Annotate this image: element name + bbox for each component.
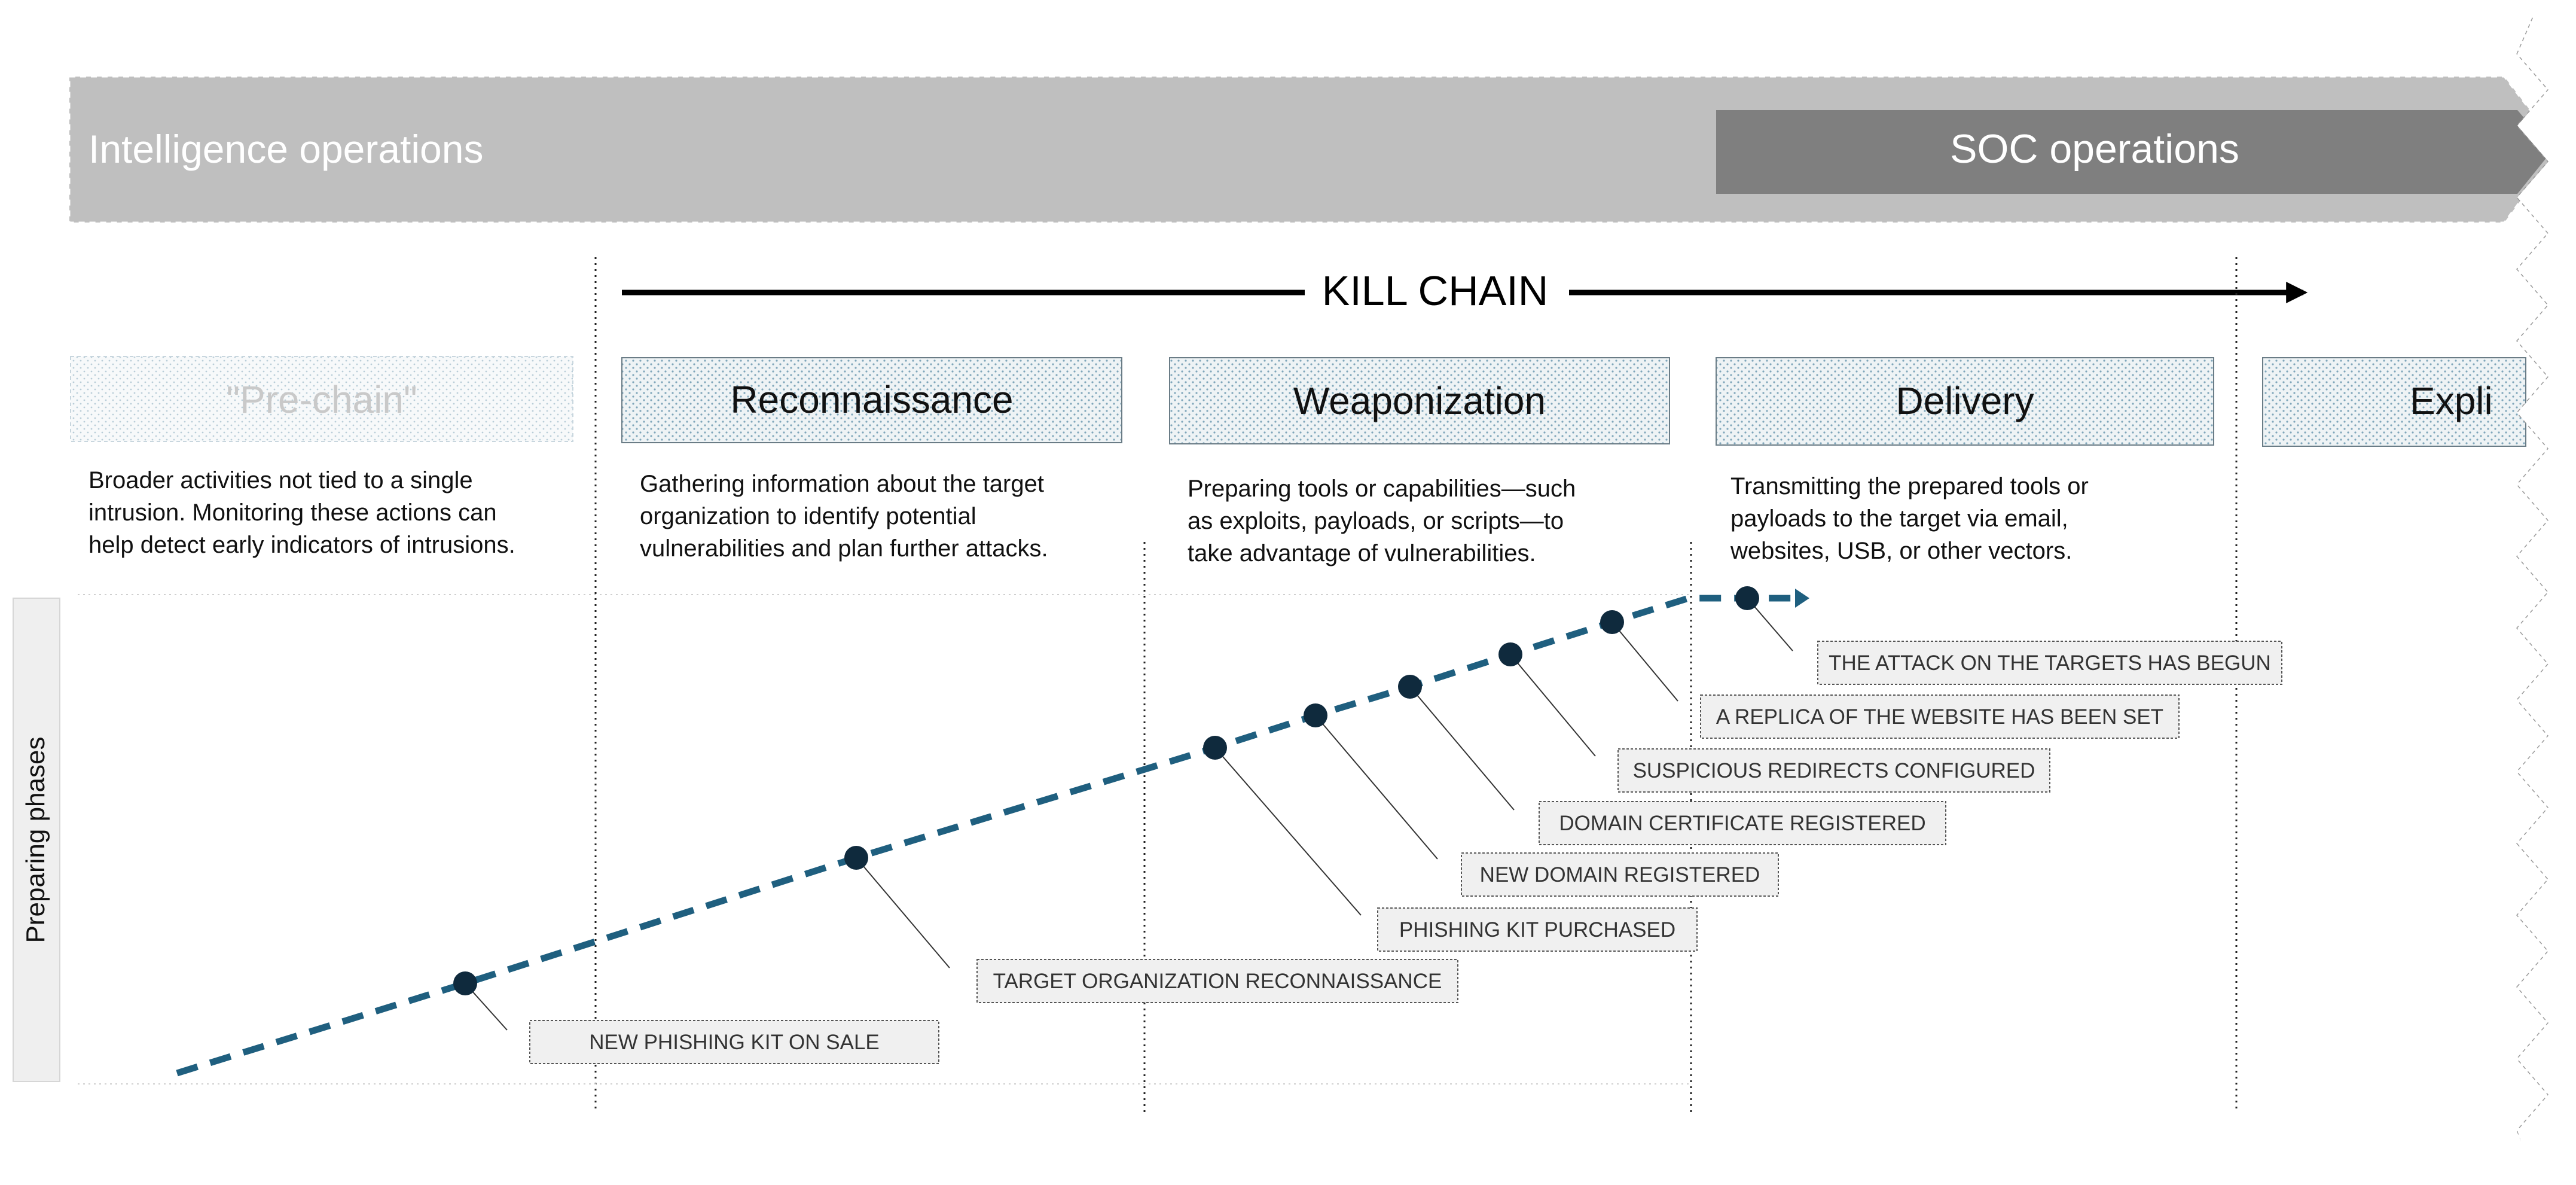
phase-weaponization: Weaponization Preparing tools or capabil… xyxy=(1169,357,1670,566)
event-leader xyxy=(856,857,950,968)
phase-desc-line: payloads to the target via email, xyxy=(1730,505,2068,532)
event-label: TARGET ORGANIZATION RECONNAISSANCE xyxy=(993,970,1442,993)
phase-header-box xyxy=(621,357,1122,443)
event-label: SUSPICIOUS REDIRECTS CONFIGURED xyxy=(1633,759,2035,782)
event-dot xyxy=(1203,736,1227,760)
event-leader xyxy=(1510,654,1596,757)
event-dot xyxy=(844,846,868,870)
phase-title: Delivery xyxy=(1896,379,2034,422)
phase-desc-line: Preparing tools or capabilities—such xyxy=(1188,476,1576,502)
event-leader xyxy=(1611,622,1678,702)
event-label: A REPLICA OF THE WEBSITE HAS BEEN SET xyxy=(1716,705,2163,729)
phase-desc-line: take advantage of vulnerabilities. xyxy=(1188,540,1536,566)
phase-title: Expli xyxy=(2410,379,2493,422)
phase-desc-line: Broader activities not tied to a single xyxy=(88,467,473,494)
event-dot xyxy=(1398,675,1422,699)
phase-desc-line: as exploits, payloads, or scripts—to xyxy=(1188,508,1564,534)
event-label: DOMAIN CERTIFICATE REGISTERED xyxy=(1559,812,1925,835)
event-leader xyxy=(1315,715,1438,860)
preparing-phases-label: Preparing phases xyxy=(21,737,50,943)
swimlane-guides xyxy=(78,594,1691,1085)
kill-chain-label: KILL CHAIN xyxy=(1322,267,1549,314)
event-label-box xyxy=(1617,748,2050,793)
event-label: PHISHING KIT PURCHASED xyxy=(1399,918,1675,942)
timeline-arrow-head xyxy=(1795,589,1809,608)
phase-reconnaissance: Reconnaissance Gathering information abo… xyxy=(621,357,1122,562)
event-leader xyxy=(1214,747,1362,916)
intelligence-operations-label: Intelligence operations xyxy=(88,127,483,171)
phase-desc-line: help detect early indicators of intrusio… xyxy=(88,532,515,558)
event-leader xyxy=(1409,686,1515,811)
phase-pre-chain: "Pre-chain" Broader activities not tied … xyxy=(70,356,573,558)
phase-desc-line: websites, USB, or other vectors. xyxy=(1730,538,2072,564)
event-label-box xyxy=(1539,801,1946,845)
phase-desc-line: vulnerabilities and plan further attacks… xyxy=(640,535,1048,562)
phase-header-box xyxy=(70,356,573,442)
event-label-box xyxy=(1377,907,1698,952)
phase-desc-line: Gathering information about the target xyxy=(640,471,1044,497)
event-dot xyxy=(1498,642,1522,666)
event-dot xyxy=(1600,610,1624,634)
phase-desc-line: Transmitting the prepared tools or xyxy=(1730,473,2089,499)
phase-title: Reconnaissance xyxy=(730,378,1013,421)
phase-header-box xyxy=(2262,357,2526,447)
event-label-box xyxy=(1817,641,2282,685)
preparing-phases-sidebar xyxy=(13,598,60,1082)
event-label-box xyxy=(1700,694,2180,739)
soc-operations-banner xyxy=(1716,110,2552,194)
phase-delivery: Delivery Transmitting the prepared tools… xyxy=(1716,357,2214,564)
timeline-events: NEW PHISHING KIT ON SALE TARGET ORGANIZA… xyxy=(453,586,2282,1064)
event-label: NEW PHISHING KIT ON SALE xyxy=(589,1031,880,1054)
soc-operations-label: SOC operations xyxy=(1950,126,2239,172)
event-label-box xyxy=(529,1020,939,1064)
torn-edge-mask xyxy=(2517,0,2576,1185)
event-dot xyxy=(1304,703,1327,727)
phase-exploitation-truncated: Expli xyxy=(2262,357,2526,447)
event-label: THE ATTACK ON THE TARGETS HAS BEGUN xyxy=(1829,651,2271,675)
phase-desc-line: intrusion. Monitoring these actions can xyxy=(88,499,497,526)
phase-header-box xyxy=(1716,357,2214,446)
event-label: NEW DOMAIN REGISTERED xyxy=(1480,863,1760,887)
event-label-box xyxy=(976,959,1458,1003)
phase-title: Weaponization xyxy=(1293,379,1546,422)
phase-separators xyxy=(594,257,2238,1113)
event-dot xyxy=(1735,586,1759,610)
phase-desc-line: organization to identify potential xyxy=(640,503,976,529)
phase-title: "Pre-chain" xyxy=(226,378,417,421)
event-dot xyxy=(453,971,477,995)
phase-header-box xyxy=(1169,357,1670,444)
event-label-box xyxy=(1461,852,1779,897)
